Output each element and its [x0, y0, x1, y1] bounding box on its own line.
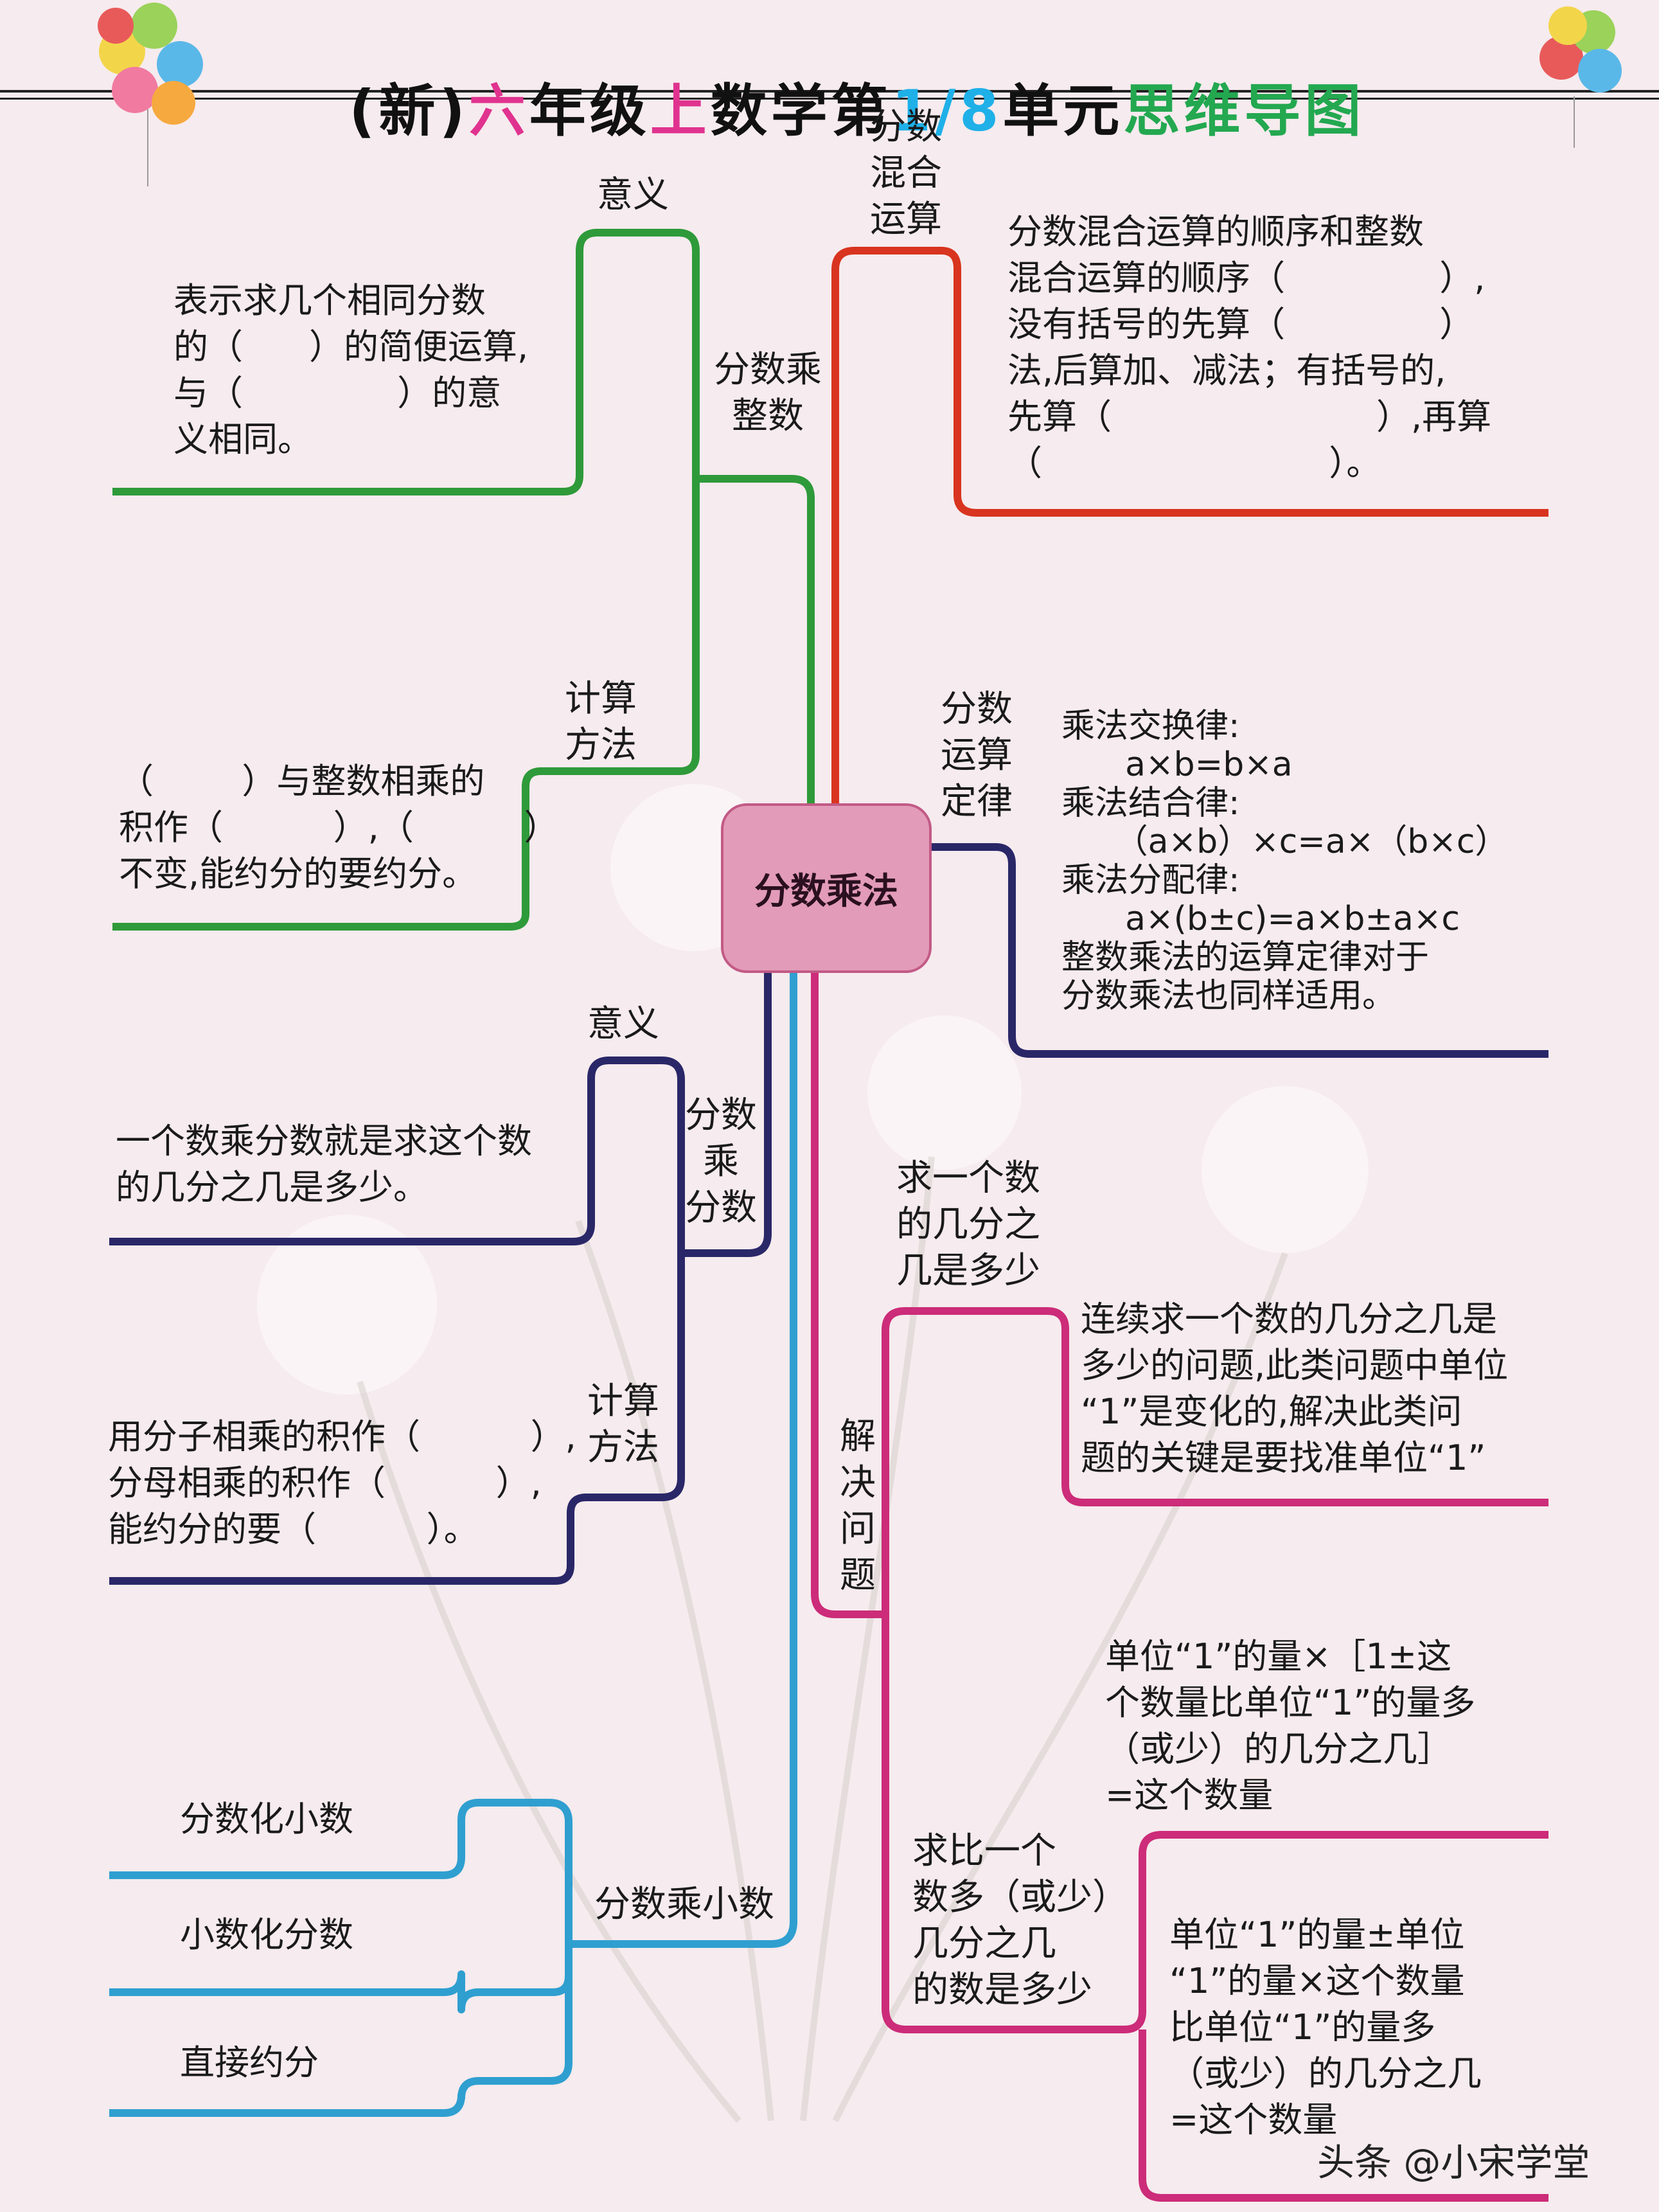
label-problem-2[interactable]: 求比一个 数多（或少） 几分之几 的数是多少: [912, 1830, 1128, 2011]
title-part-4: 上: [650, 78, 711, 144]
text-problem-2b: 单位“1”的量±单位 “1”的量×这个数量 比单位“1”的量多 （或少）的几分之…: [1169, 1914, 1482, 2140]
title-underline-top: [0, 90, 1659, 93]
title-part-6: 1/8: [891, 78, 1003, 144]
node-fraction-times-fraction[interactable]: 分数 乘 分数: [685, 1094, 757, 1229]
text-fraction-meaning: 一个数乘分数就是求这个数 的几分之几是多少。: [116, 1121, 532, 1208]
branch-fraction-times-integer-lines: [112, 229, 815, 931]
node-fraction-times-decimal[interactable]: 分数乘小数: [594, 1884, 774, 1925]
title-part-3: 年级: [529, 78, 650, 144]
branch-mixed-ops-lines: [831, 247, 1548, 803]
node-mixed-ops[interactable]: 分数 混合 运算: [870, 106, 942, 240]
text-problem-2a: 单位“1”的量×［1±这 个数量比单位“1”的量多 （或少）的几分之几］ =这个…: [1105, 1636, 1476, 1815]
text-laws: 乘法交换律: a×b=b×a 乘法结合律: （a×b）×c=a×（b×c） 乘法…: [1061, 707, 1509, 1015]
page-title: (新)六年级上数学第1/8单元思维导图: [302, 5, 1381, 144]
text-integer-method: （ ）与整数相乘的 积作（ ）,（ ） 不变,能约分的要约分。: [119, 761, 559, 894]
text-problem-1: 连续求一个数的几分之几是 多少的问题,此类问题中单位 “1”是变化的,解决此类问…: [1081, 1299, 1509, 1478]
branch-fraction-times-decimal-lines: [109, 968, 797, 2117]
node-fraction-times-integer[interactable]: 分数乘 整数: [714, 349, 822, 437]
title-part-7: 单元: [1002, 78, 1124, 144]
node-laws[interactable]: 分数 运算 定律: [941, 688, 1013, 823]
label-fraction-meaning[interactable]: 意义: [587, 1003, 659, 1045]
center-node[interactable]: 分数乘法: [721, 803, 932, 973]
decimal-item-1[interactable]: 分数化小数: [180, 1799, 353, 1839]
decimal-item-3[interactable]: 直接约分: [180, 2042, 319, 2083]
label-integer-meaning[interactable]: 意义: [597, 174, 669, 216]
title-part-2: 六: [468, 78, 529, 144]
branch-problems-lines: [811, 968, 1548, 2202]
label-problem-1[interactable]: 求一个数 的几分之 几是多少: [896, 1157, 1040, 1292]
branch-laws-lines: [925, 843, 1548, 1058]
branch-fraction-times-fraction-lines: [109, 968, 772, 1585]
title-underline-bottom: [0, 98, 1659, 100]
decimal-item-2[interactable]: 小数化分数: [180, 1914, 353, 1955]
label-fraction-method[interactable]: 计算 方法: [587, 1380, 659, 1468]
node-problems[interactable]: 解 决 问 题: [840, 1416, 876, 1596]
balloons-left-icon: [98, 3, 203, 186]
label-integer-method[interactable]: 计算 方法: [565, 678, 637, 766]
title-part-1: (新): [349, 78, 469, 144]
title-part-8: 思维导图: [1123, 78, 1365, 144]
title-part-5: 数学第: [710, 78, 892, 144]
balloons-right-icon: [1539, 6, 1622, 148]
text-mixed-ops: 分数混合运算的顺序和整数 混合运算的顺序（ ）, 没有括号的先算（ ） 法,后算…: [1007, 211, 1492, 483]
text-fraction-method: 用分子相乘的积作（ ）, 分母相乘的积作（ ）, 能约分的要（ ）。: [108, 1416, 576, 1549]
watermark-text: 头条 @小宋学堂: [1317, 2141, 1590, 2184]
text-integer-meaning: 表示求几个相同分数 的（ ）的简便运算, 与（ ）的意 义相同。: [173, 280, 529, 459]
